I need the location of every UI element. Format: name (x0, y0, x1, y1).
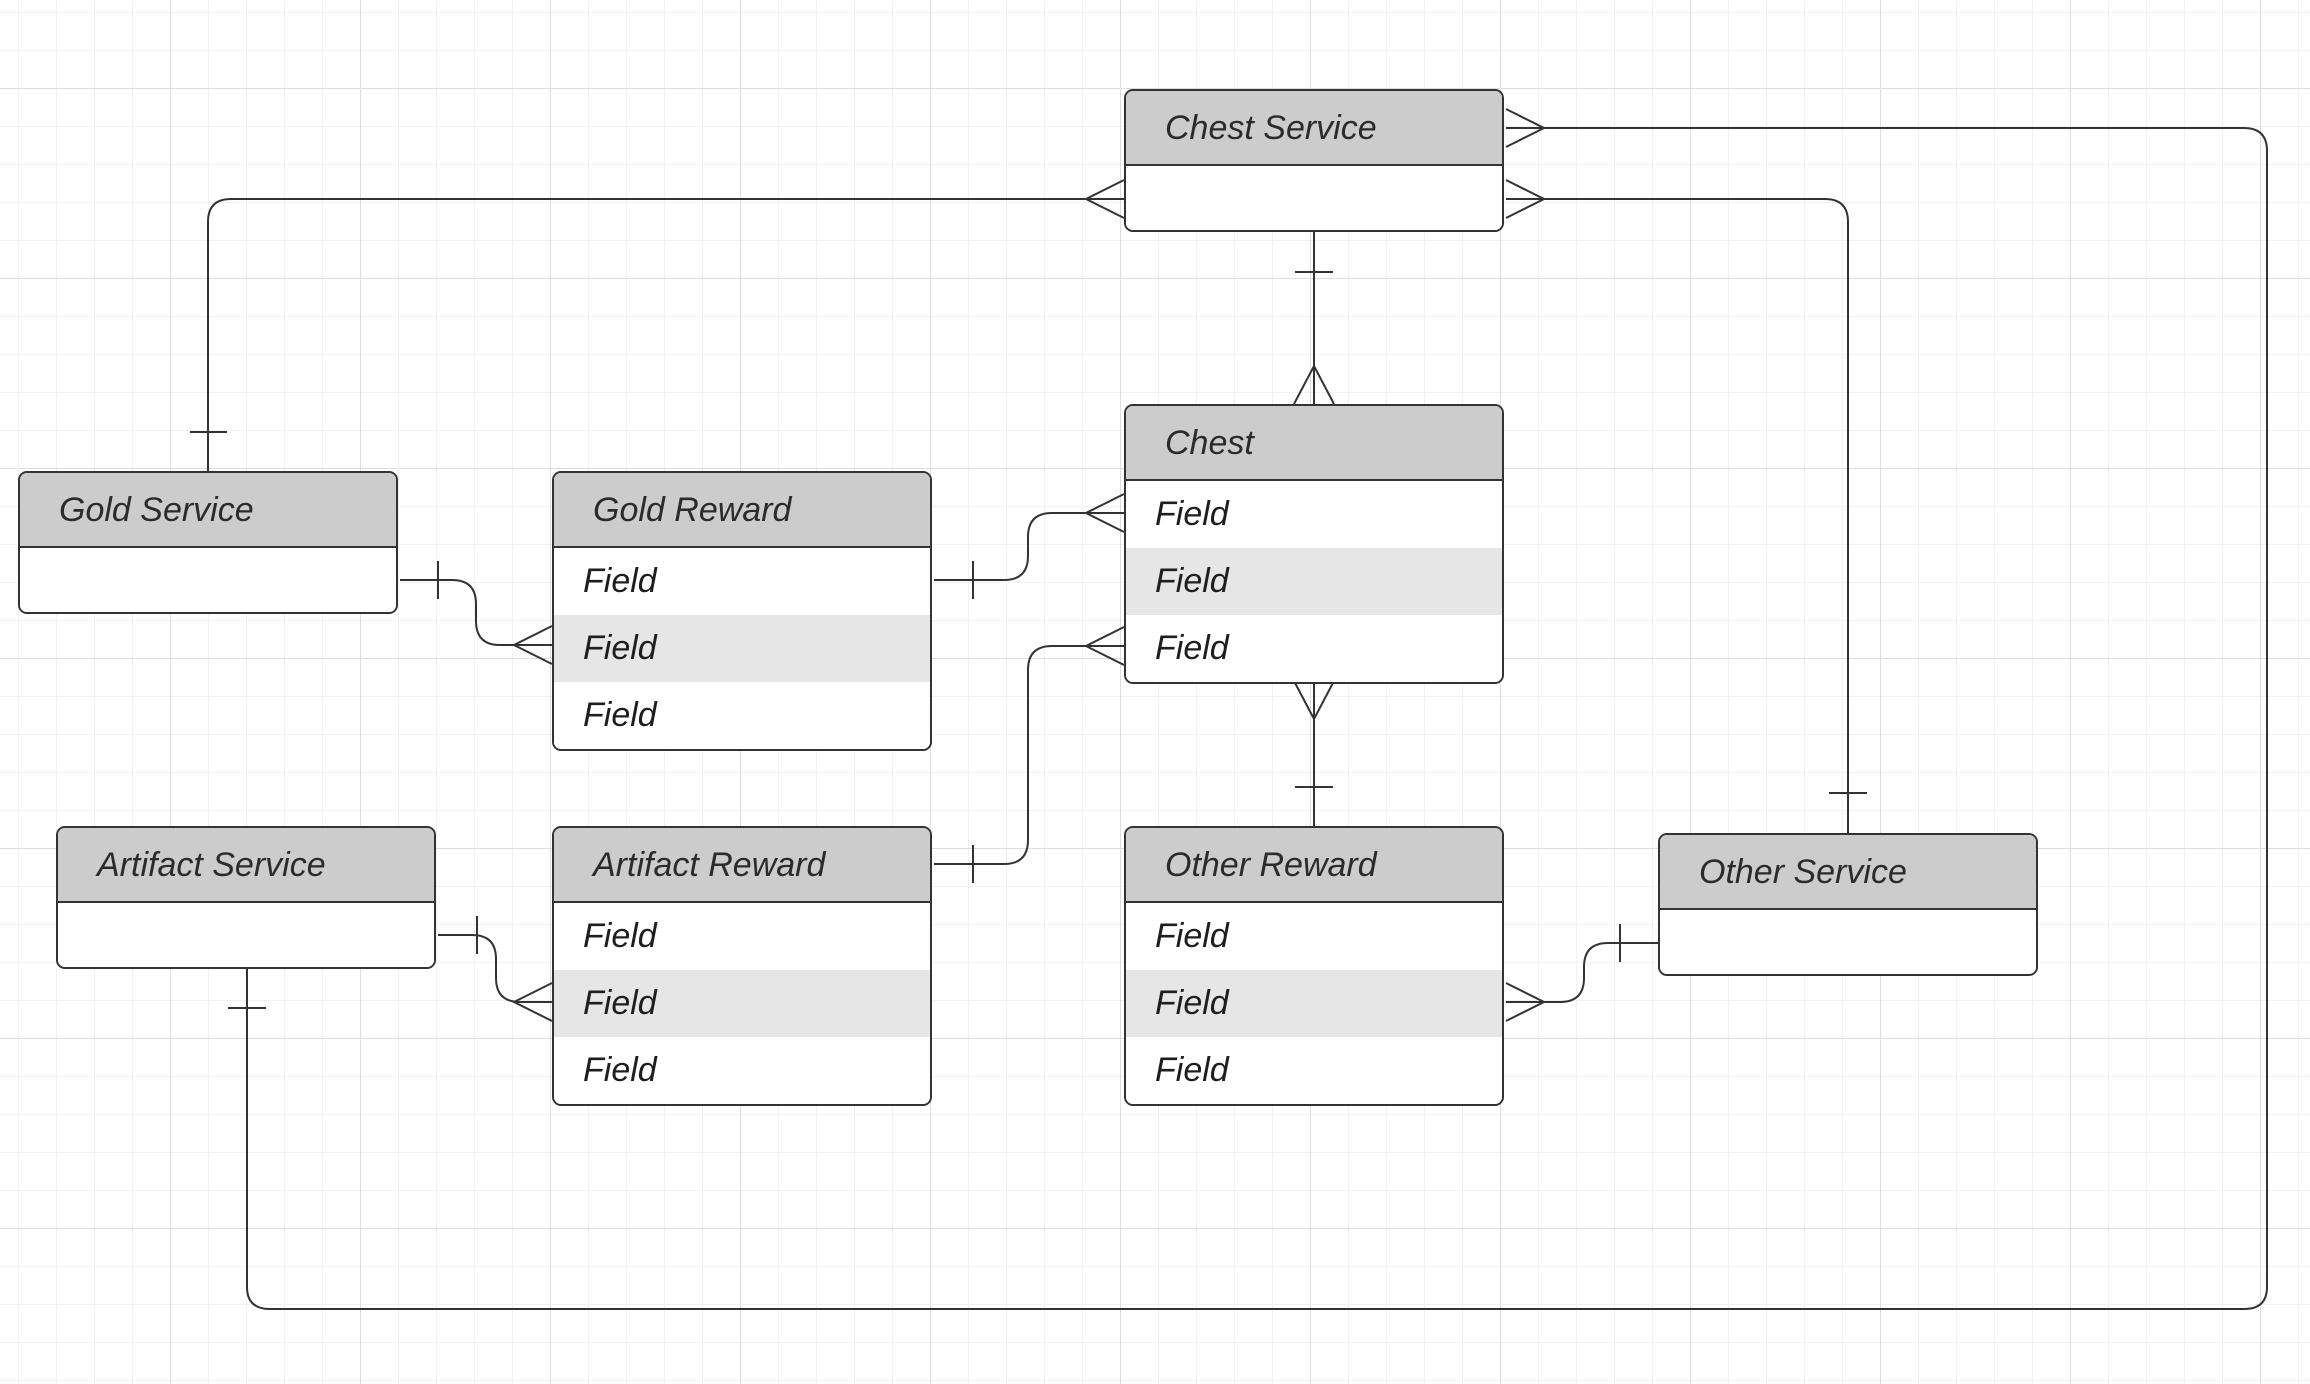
entity-title: Gold Reward (554, 473, 930, 548)
entity-field: Field (1126, 903, 1502, 970)
entity-field: Field (1126, 615, 1502, 682)
entity-artifact-reward[interactable]: Artifact Reward Field Field Field (552, 826, 932, 1106)
entity-chest[interactable]: Chest Field Field Field (1124, 404, 1504, 684)
entity-field: Field (1126, 970, 1502, 1037)
many-marker (1505, 179, 1547, 219)
entity-title: Chest (1126, 406, 1502, 481)
many-marker (1505, 108, 1547, 148)
entity-chest-service[interactable]: Chest Service (1124, 89, 1504, 232)
many-marker (1083, 626, 1125, 666)
connector-gold-reward-chest (934, 512, 1124, 581)
entity-field: Field (554, 1037, 930, 1104)
entity-other-service[interactable]: Other Service (1658, 833, 2038, 976)
entity-field: Field (1126, 481, 1502, 548)
entity-field: Field (1126, 548, 1502, 615)
entity-field-list: Field Field Field (1126, 903, 1502, 1104)
entity-field: Field (554, 548, 930, 615)
entity-field: Field (554, 970, 930, 1037)
connector-artifact-service-chest-service (246, 127, 2268, 1310)
connector-gold-service-gold-reward (400, 579, 552, 646)
entity-body-empty (1660, 910, 2036, 974)
entity-field: Field (554, 903, 930, 970)
entity-gold-reward[interactable]: Gold Reward Field Field Field (552, 471, 932, 751)
entity-field: Field (1126, 1037, 1502, 1104)
many-marker (1083, 493, 1125, 533)
connector-other-service-chest-service (1506, 198, 1849, 833)
entity-body-empty (58, 903, 434, 967)
many-marker (1083, 179, 1125, 219)
connector-other-service-other-reward (1506, 942, 1658, 1003)
entity-body-empty (1126, 166, 1502, 230)
many-marker (511, 982, 553, 1022)
entity-field-list: Field Field Field (554, 548, 930, 749)
entity-field: Field (554, 682, 930, 749)
many-marker (1293, 680, 1335, 722)
entity-title: Artifact Service (58, 828, 434, 903)
many-marker (1505, 982, 1547, 1022)
entity-gold-service[interactable]: Gold Service (18, 471, 398, 614)
entity-title: Artifact Reward (554, 828, 930, 903)
entity-field-list: Field Field Field (1126, 481, 1502, 682)
entity-title: Gold Service (20, 473, 396, 548)
many-marker (1293, 363, 1335, 405)
entity-artifact-service[interactable]: Artifact Service (56, 826, 436, 969)
connector-artifact-reward-chest (934, 645, 1124, 865)
connector-gold-service-chest-service (207, 198, 1124, 471)
entity-field: Field (554, 615, 930, 682)
entity-field-list: Field Field Field (554, 903, 930, 1104)
entity-body-empty (20, 548, 396, 612)
entity-title: Other Reward (1126, 828, 1502, 903)
connector-artifact-service-artifact-reward (438, 934, 552, 1003)
many-marker (511, 625, 553, 665)
entity-title: Other Service (1660, 835, 2036, 910)
entity-other-reward[interactable]: Other Reward Field Field Field (1124, 826, 1504, 1106)
entity-title: Chest Service (1126, 91, 1502, 166)
